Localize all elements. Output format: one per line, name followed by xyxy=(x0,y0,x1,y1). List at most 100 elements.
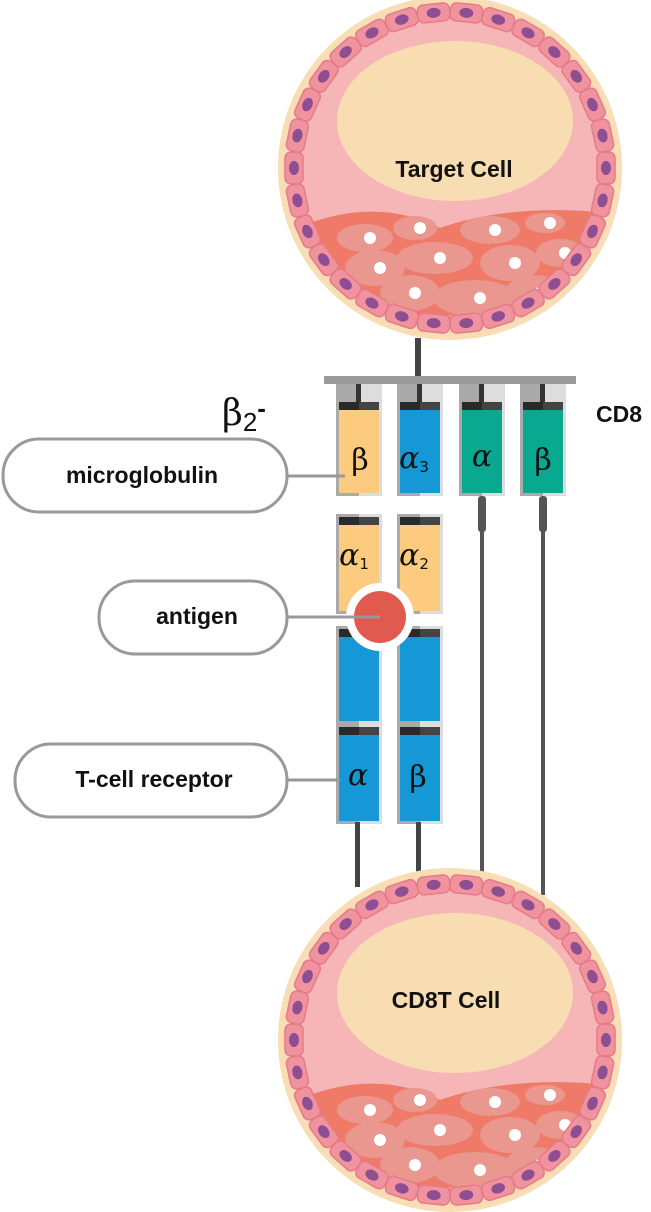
membrane-cell xyxy=(449,1184,484,1206)
membrane-cell xyxy=(285,118,310,153)
alpha1-symbol: α1 xyxy=(339,538,369,573)
tissue-nucleus xyxy=(364,232,376,244)
tissue-nucleus xyxy=(544,1089,556,1101)
cd8t-cell-label: CD8T Cell xyxy=(392,987,501,1013)
target-cell-label: Target Cell xyxy=(395,156,512,182)
cd8-beta-domain xyxy=(520,384,566,496)
membrane-cell xyxy=(538,268,571,300)
tissue-nucleus xyxy=(374,262,386,274)
membrane-cell xyxy=(285,990,310,1025)
tissue-nucleus xyxy=(434,252,446,264)
membrane-cell xyxy=(293,214,322,249)
tcr-beta-symbol: β xyxy=(409,760,426,795)
membrane-cell xyxy=(596,1023,616,1057)
cd8-beta-line xyxy=(541,530,545,895)
membrane-cell xyxy=(578,959,607,994)
callout-tcell-receptor: T-cell receptor xyxy=(13,742,340,819)
membrane-cell xyxy=(481,878,516,905)
membrane-cell xyxy=(285,183,310,218)
callout-microglobulin: microglobulin xyxy=(1,437,345,514)
membrane-cell xyxy=(481,303,516,330)
membrane-cell xyxy=(481,1175,516,1202)
membrane-cell xyxy=(308,59,339,93)
microglobulin-label: microglobulin xyxy=(66,462,218,488)
membrane-cell xyxy=(590,183,615,218)
membrane-cell xyxy=(355,1160,389,1190)
membrane-cell xyxy=(416,1184,451,1206)
tissue-nucleus xyxy=(474,1164,486,1176)
membrane-cell xyxy=(590,118,615,153)
membrane-cell xyxy=(329,36,362,68)
membrane-cell xyxy=(449,312,484,334)
membrane-cell xyxy=(293,959,322,994)
membrane-cell xyxy=(416,2,451,24)
tissue-nucleus xyxy=(489,224,501,236)
tissue-nucleus xyxy=(489,1096,501,1108)
membrane-cell xyxy=(308,931,339,965)
membrane-cell xyxy=(293,1086,322,1121)
tissue-nucleus xyxy=(374,1134,386,1146)
cd8-alpha-line xyxy=(480,530,484,895)
membrane-cell xyxy=(384,878,419,905)
membrane-cell xyxy=(384,1175,419,1202)
target-stem xyxy=(415,338,421,378)
membrane-cell xyxy=(384,6,419,33)
membrane-bar xyxy=(324,376,576,384)
membrane-cell xyxy=(284,1023,304,1057)
membrane-cell xyxy=(285,1055,310,1090)
membrane-cell xyxy=(561,59,592,93)
membrane-cell xyxy=(590,1055,615,1090)
membrane-cell xyxy=(511,18,545,48)
b2m-beta-symbol: β xyxy=(351,443,368,478)
callout-antigen: antigen xyxy=(97,579,380,656)
membrane-cell xyxy=(511,1160,545,1190)
membrane-cell xyxy=(449,2,484,24)
membrane-cell xyxy=(561,931,592,965)
tissue-nucleus xyxy=(544,217,556,229)
tissue-nucleus xyxy=(414,1094,426,1106)
membrane-cell xyxy=(590,990,615,1025)
cd8-label: CD8 xyxy=(596,401,642,427)
nucleus xyxy=(337,913,573,1073)
cd8-alpha-domain xyxy=(459,384,505,496)
membrane-cell xyxy=(481,6,516,33)
tcr-alpha-lower-domain xyxy=(336,724,382,824)
tissue-nucleus xyxy=(414,222,426,234)
membrane-cell xyxy=(355,890,389,920)
membrane-cell xyxy=(416,312,451,334)
tcell-receptor-label: T-cell receptor xyxy=(75,766,232,792)
membrane-cell xyxy=(596,151,616,185)
membrane-cell xyxy=(308,1115,339,1149)
membrane-cell xyxy=(293,87,322,122)
cd8-alpha-tail xyxy=(478,496,486,532)
membrane-cell xyxy=(578,1086,607,1121)
cd8-beta-symbol: β xyxy=(534,443,551,478)
membrane-cell xyxy=(355,288,389,318)
membrane-cell xyxy=(511,890,545,920)
membrane-cell xyxy=(538,908,571,940)
tcr-beta-line xyxy=(416,822,421,887)
membrane-cell xyxy=(538,36,571,68)
membrane-cell xyxy=(308,243,339,277)
tcr-beta-upper-domain xyxy=(397,626,443,724)
membrane-cell xyxy=(578,214,607,249)
tissue-nucleus xyxy=(434,1124,446,1136)
tcr-alpha-symbol: α xyxy=(348,758,368,793)
membrane-cell xyxy=(578,87,607,122)
beta2-label: β2- xyxy=(222,393,266,437)
membrane-cell xyxy=(329,268,362,300)
antigen-label: antigen xyxy=(156,603,238,629)
alpha3-symbol: α3 xyxy=(399,441,429,476)
tissue-nucleus xyxy=(509,1129,521,1141)
tissue-nucleus xyxy=(409,1159,421,1171)
membrane-cell xyxy=(416,874,451,896)
b2-microglobulin-domain xyxy=(336,384,382,496)
cd8t-cell xyxy=(278,868,622,1212)
membrane-cell xyxy=(561,243,592,277)
membrane-cell xyxy=(329,1140,362,1172)
tissue-nucleus xyxy=(474,292,486,304)
tcr-beta-lower-domain xyxy=(397,724,443,824)
tissue-nucleus xyxy=(509,257,521,269)
membrane-cell xyxy=(511,288,545,318)
